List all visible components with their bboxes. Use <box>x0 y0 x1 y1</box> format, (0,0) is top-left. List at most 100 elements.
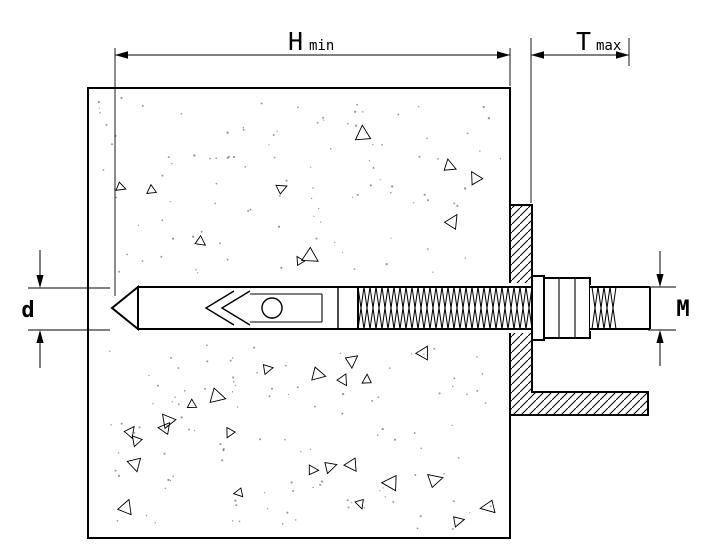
thread-line <box>519 286 527 330</box>
speckle-dot <box>247 209 250 212</box>
aggregate-triangle <box>443 158 457 171</box>
aggregate-triangle <box>354 124 372 141</box>
speckle-dot <box>109 350 111 352</box>
speckle-dot <box>161 219 164 222</box>
speckle-dot <box>432 271 434 273</box>
speckle-dot <box>388 367 391 369</box>
speckle-dot <box>256 371 259 374</box>
aggregate-triangle <box>115 181 127 191</box>
speckle-dot <box>481 373 484 375</box>
aggregate-triangle <box>471 170 484 186</box>
speckle-dot <box>312 187 314 189</box>
arrowhead-icon <box>115 51 128 59</box>
speckle-dot <box>356 193 359 196</box>
speckle-dot <box>200 230 203 233</box>
speckle-dot <box>118 270 121 273</box>
thread-line <box>447 286 455 330</box>
speckle-dot <box>234 384 237 387</box>
thread-line <box>381 286 389 330</box>
speckle-dot <box>105 123 108 126</box>
speckle-dot <box>363 507 365 509</box>
thread-line <box>609 286 617 330</box>
aggregate-triangle <box>308 464 320 476</box>
dimension-h-min: H min <box>114 27 511 296</box>
speckle-dot <box>235 504 238 507</box>
speckle-dot <box>231 520 234 522</box>
speckle-dot <box>171 237 175 240</box>
speckle-dot <box>417 105 420 108</box>
speckle-dot <box>418 155 421 158</box>
speckle-dot <box>209 157 211 160</box>
thread-line <box>471 286 479 330</box>
speckle-dot <box>319 483 322 486</box>
speckle-dot <box>436 157 439 160</box>
speckle-dot <box>390 237 392 239</box>
dim-d-label: d <box>21 298 34 323</box>
thread-line <box>423 286 431 330</box>
speckle-dot <box>451 528 454 530</box>
speckle-dot <box>152 403 154 405</box>
speckle-dot <box>115 196 118 199</box>
speckle-dot <box>163 452 166 455</box>
speckle-dot <box>242 126 245 129</box>
speckle-dot <box>161 174 164 177</box>
speckle-dot <box>438 392 441 395</box>
speckle-dot <box>300 450 302 453</box>
speckle-dot <box>341 392 345 396</box>
speckle-dot <box>116 519 119 522</box>
speckle-dot <box>120 96 123 100</box>
speckle-dot <box>314 405 316 408</box>
speckle-dot <box>102 169 105 171</box>
speckle-dot <box>236 406 239 408</box>
speckle-dot <box>489 505 492 508</box>
speckle-dot <box>346 122 349 125</box>
thread-line <box>465 286 473 330</box>
speckle-dot <box>451 385 454 388</box>
thread-line <box>375 286 383 330</box>
speckle-dot <box>117 474 121 478</box>
thread-line <box>387 286 395 330</box>
speckle-dot <box>351 501 353 504</box>
speckle-dot <box>284 438 286 441</box>
speckle-dot <box>138 426 141 429</box>
clip-rivet-hole <box>261 297 283 319</box>
speckle-dot <box>221 459 224 462</box>
speckle-dot <box>145 514 148 517</box>
speckle-dot <box>347 506 350 509</box>
thread-line <box>399 286 407 330</box>
speckle-dot <box>231 391 234 393</box>
speckle-dot <box>169 479 172 482</box>
speckle-dot <box>180 416 183 419</box>
aggregate-triangle <box>336 373 347 387</box>
speckle-dot <box>174 396 176 398</box>
dimension-t-max: T max <box>530 27 630 203</box>
fixture-bracket <box>509 204 649 416</box>
speckle-dot <box>463 187 467 190</box>
aggregate-triangle <box>479 499 496 514</box>
thread-line <box>405 286 413 330</box>
speckle-dot <box>423 353 425 355</box>
thread-line <box>417 286 425 330</box>
aggregate-triangle <box>194 234 207 246</box>
speckle-dot <box>214 202 217 205</box>
speckle-dot <box>339 352 342 354</box>
thread-underlay <box>356 285 536 331</box>
aggregate-triangle <box>157 421 171 436</box>
aggregate-triangle <box>232 487 244 498</box>
speckle-dot <box>456 204 459 208</box>
speckle-dot <box>272 134 275 136</box>
speckle-dot <box>284 364 287 367</box>
thread-line <box>507 286 515 330</box>
speckle-dot <box>315 237 318 240</box>
speckle-dot <box>433 347 436 350</box>
arrowhead-icon <box>497 51 510 59</box>
speckle-dot <box>379 490 381 492</box>
speckle-dot <box>353 268 356 270</box>
speckle-dot <box>97 100 100 104</box>
speckle-dot <box>426 137 428 140</box>
speckle-dot <box>354 124 358 127</box>
thread-line <box>591 286 599 330</box>
speckle-dot <box>381 427 384 431</box>
speckle-dot <box>290 481 293 484</box>
